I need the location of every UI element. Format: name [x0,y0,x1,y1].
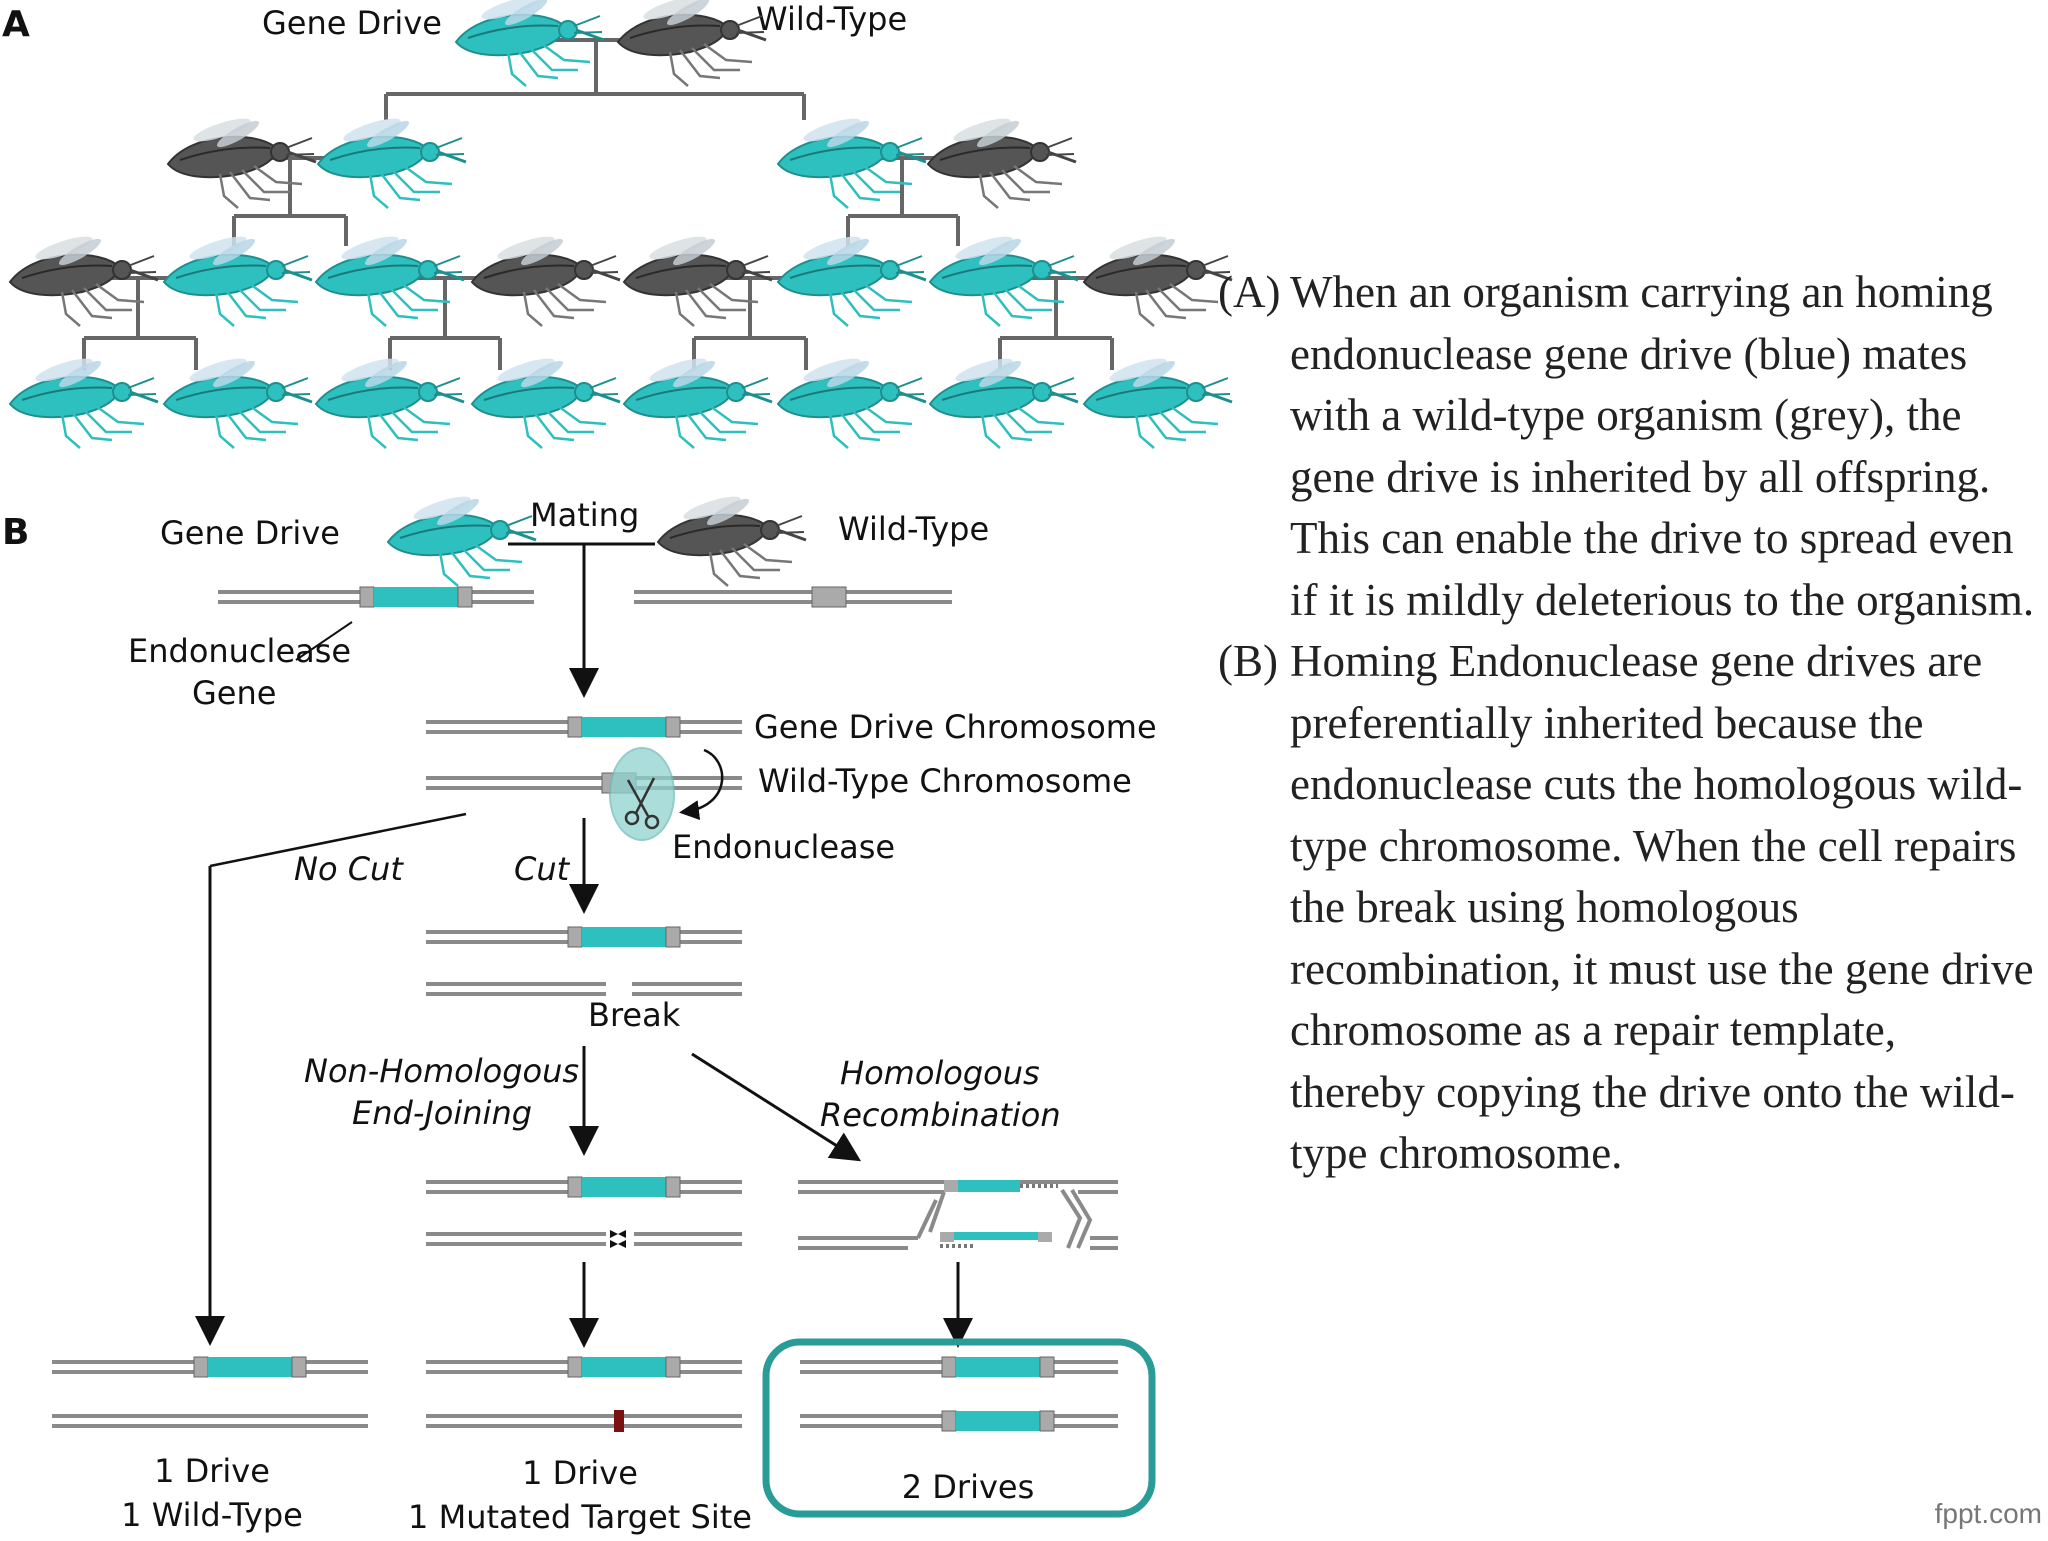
broken-wild-type-chromosome [426,982,742,996]
cut-label: Cut [514,850,571,888]
wild-type-chromosome-label: Wild-Type Chromosome [758,762,1132,800]
hr-label-line1: Homologous [840,1054,1040,1092]
mosquito-wild-type [166,112,318,210]
mosquito-gene-drive [8,352,160,450]
hr-strand-invasion [798,1180,1118,1250]
mosquito-gene-drive-parent [454,0,606,88]
nhej-gene-drive-chromosome [426,1176,742,1198]
wild-type-parent-chromosome [634,586,952,608]
mosquito-gene-drive [776,230,928,328]
endonuclease-label: Endonuclease [672,828,895,866]
hr-label-line2: Recombination [820,1096,1061,1134]
mosquito-gene-drive [928,352,1080,450]
zygote-gene-drive-chromosome [426,716,742,738]
mosquito-gene-drive [776,352,928,450]
outcome-nhej-chromosomes [426,1356,742,1432]
mosquito-wild-type [1082,230,1234,328]
pedigree-tree [82,38,1114,370]
mosquito-gene-drive [316,112,468,210]
figure-caption: (A) When an organism carrying an homing … [1218,262,2038,1185]
caption-paragraph-a: (A) When an organism carrying an homing … [1218,262,2038,631]
mosquito-gene-drive [386,490,538,588]
gene-drive-parent-chromosome [218,586,534,608]
outcome-hr-chromosomes [800,1356,1118,1432]
mosquito-gene-drive [162,230,314,328]
panel-b-gene-drive-label: Gene Drive [160,514,340,552]
mutated-target-site [614,1410,624,1432]
no-cut-label: No Cut [294,850,404,888]
mosquito-wild-type [656,490,808,588]
gene-drive-chromosome-label: Gene Drive Chromosome [754,708,1157,746]
nhej-label-line1: Non-Homologous [304,1052,579,1090]
caption-a-label: (A) [1218,267,1281,317]
zygote-wild-type-chromosome [426,772,742,794]
panel-b-label: B [2,512,29,553]
mosquito-wild-type [926,112,1078,210]
panel-b-wild-type-label: Wild-Type [838,510,989,548]
panel-a-label: A [2,4,30,45]
mosquito-gene-drive [470,352,622,450]
endonuclease-gene-pointer [295,621,353,661]
mosquito-wild-type [470,230,622,328]
outcome-mid-line2: 1 Mutated Target Site [408,1498,752,1536]
two-drives-highlight-box [762,1338,1156,1518]
mating-label: Mating [530,496,639,534]
mosquito-wild-type-parent [616,0,768,88]
mosquito-gene-drive [314,352,466,450]
caption-paragraph-b: (B) Homing Endonuclease gene drives are … [1218,631,2038,1185]
outcome-left-line2: 1 Wild-Type [121,1496,303,1534]
break-label: Break [588,996,681,1034]
panel-a-wild-type-label: Wild-Type [756,0,907,38]
endonuclease-gene-label-line1: Endonuclease [128,632,351,670]
mosquito-gene-drive [162,352,314,450]
mosquito-gene-drive [1082,352,1234,450]
watermark: fppt.com [1934,1498,2042,1529]
nhej-joined-chromosome [426,1230,742,1248]
caption-a-text: When an organism carrying an homing endo… [1290,267,2035,625]
no-cut-arrow [195,812,467,1346]
panel-a-gene-drive-label: Gene Drive [262,4,442,42]
caption-b-label: (B) [1218,636,1278,686]
endonuclease-action-arrow [679,748,724,821]
outcome-right-label: 2 Drives [902,1468,1035,1506]
hr-arrow [691,1052,862,1162]
mosquito-gene-drive [622,352,774,450]
caption-b-text: Homing Endonuclease gene drives are pref… [1290,636,2034,1178]
mating-arrow [508,542,655,698]
outcome-no-cut-chromosomes [52,1356,368,1428]
outcome-mid-line1: 1 Drive [522,1454,638,1492]
cut-gene-drive-chromosome [426,926,742,948]
endonuclease-gene-label-line2: Gene [192,674,276,712]
nhej-label-line2: End-Joining [352,1094,532,1132]
scissors-icon [624,777,660,830]
outcome-left-line1: 1 Drive [154,1452,270,1490]
endonuclease-enzyme [609,747,675,841]
